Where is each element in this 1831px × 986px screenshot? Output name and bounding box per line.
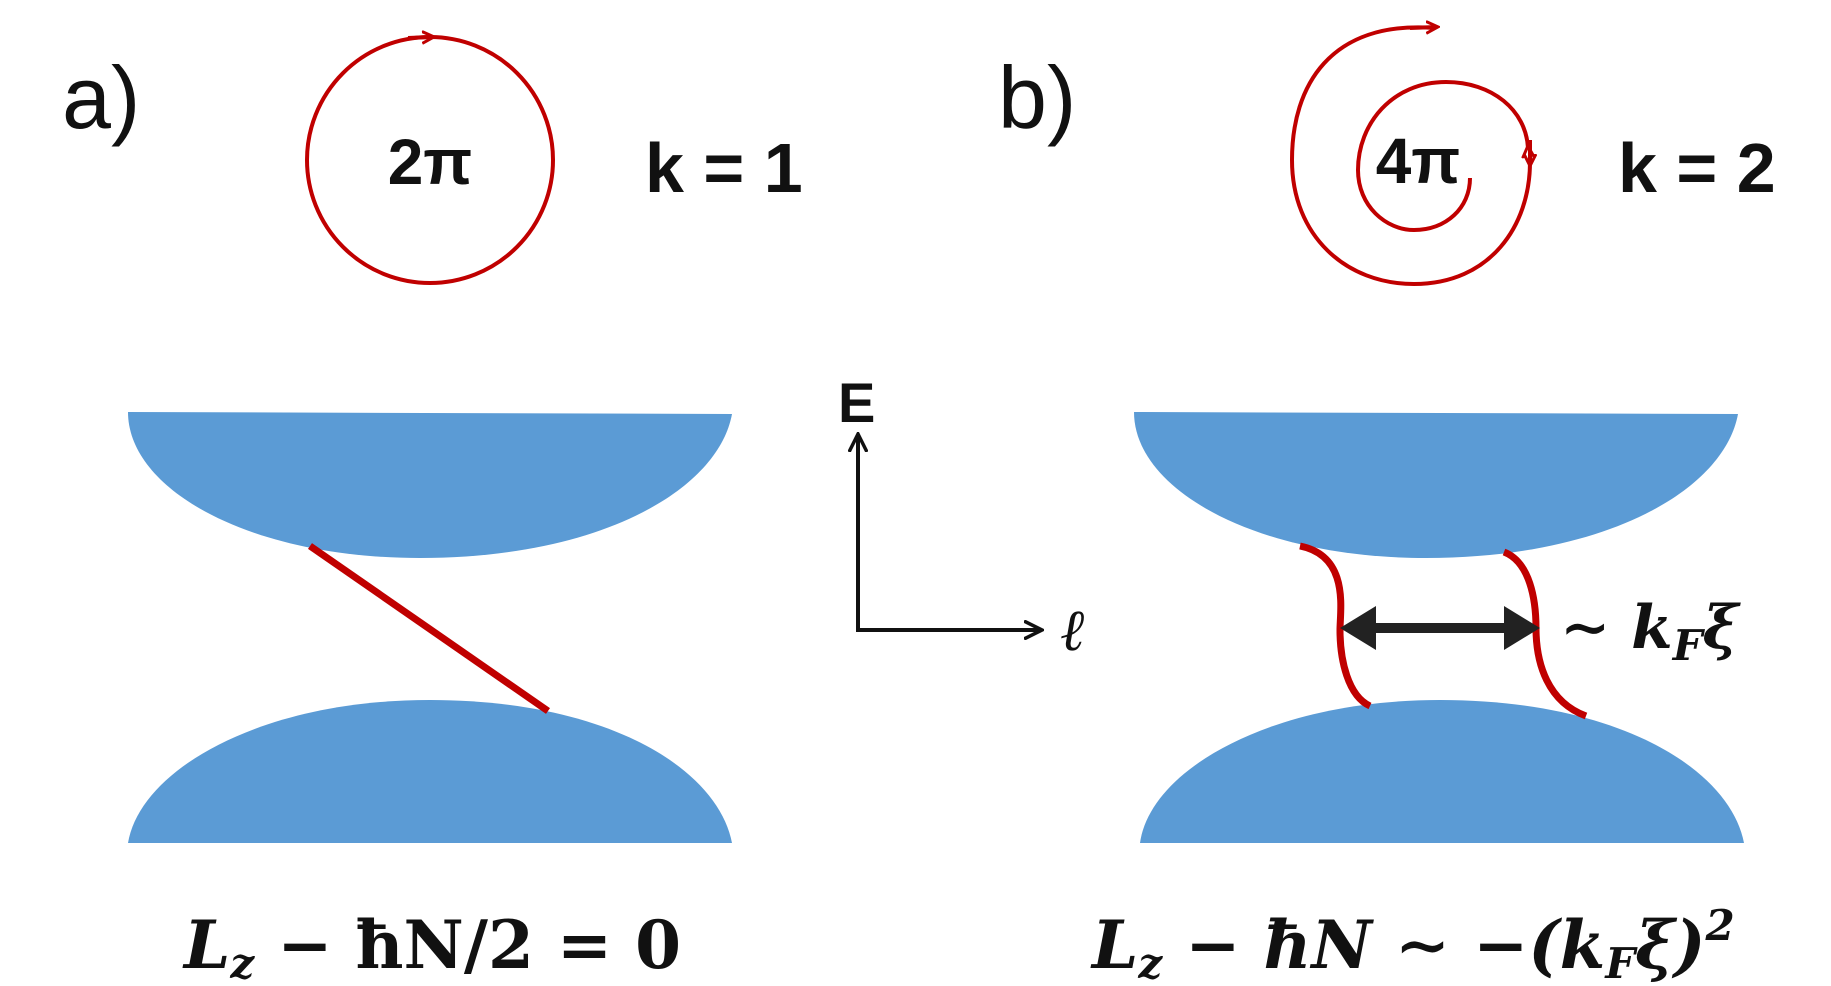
separation-arrow (1340, 606, 1540, 650)
scale-sub: F (1672, 621, 1706, 670)
axes: E ℓ (838, 371, 1084, 664)
winding-spiral-b: 4π (1289, 25, 1532, 287)
panel-a: a) 2π k = 1 Lz − ħN/2 = 0 (62, 37, 803, 986)
equation-a-L: L (182, 906, 230, 984)
equation-a-rest: − ħN/2 = 0 (254, 906, 681, 984)
panel-b: b) 4π k = 2 ∼ kFξ Lz − ħN ∼ −(kFξ)2 (998, 27, 1776, 986)
upper-band-b (1134, 412, 1738, 558)
winding-arrow-a (407, 37, 432, 38)
k-value-b: k = 2 (1618, 129, 1776, 207)
k-value-a: k = 1 (645, 129, 803, 207)
angular-momentum-axis-label: ℓ (1060, 596, 1084, 664)
equation-b-mid-sub: F (1604, 939, 1638, 986)
scale-xi: ξ (1703, 593, 1742, 663)
panel-b-label: b) (998, 48, 1076, 147)
winding-label-b: 4π (1376, 125, 1461, 197)
spectral-flow-branch-left (1299, 542, 1372, 710)
equation-b-L: L (1090, 906, 1138, 984)
lower-band-a (128, 700, 732, 843)
spectral-flow-line-a (308, 543, 550, 714)
scale-k: k (1631, 593, 1673, 663)
winding-spiral-outer (1289, 25, 1532, 287)
separation-arrow-right-head (1504, 606, 1540, 650)
winding-arrow-b-top (1409, 27, 1436, 28)
scale-tilde: ∼ (1560, 593, 1631, 663)
equation-a: Lz − ħN/2 = 0 (182, 906, 681, 986)
equation-b-mid: − ħN ∼ −(k (1162, 906, 1605, 984)
separation-arrow-left-head (1340, 606, 1376, 650)
energy-axis-label: E (838, 371, 875, 434)
separation-scale-label: ∼ kFξ (1560, 593, 1742, 670)
equation-b-tail: ξ) (1635, 906, 1705, 984)
lower-band-b (1140, 700, 1744, 843)
winding-loop-a: 2π (305, 37, 555, 285)
equation-b-sub: z (1137, 939, 1163, 986)
equation-a-sub: z (229, 939, 255, 986)
upper-band-a (128, 412, 732, 558)
panel-a-label: a) (62, 48, 140, 147)
equation-b: Lz − ħN ∼ −(kFξ)2 (1090, 901, 1735, 986)
winding-label-a: 2π (388, 126, 473, 198)
equation-b-sup: 2 (1705, 901, 1735, 950)
winding-spiral-inner (1355, 79, 1528, 233)
